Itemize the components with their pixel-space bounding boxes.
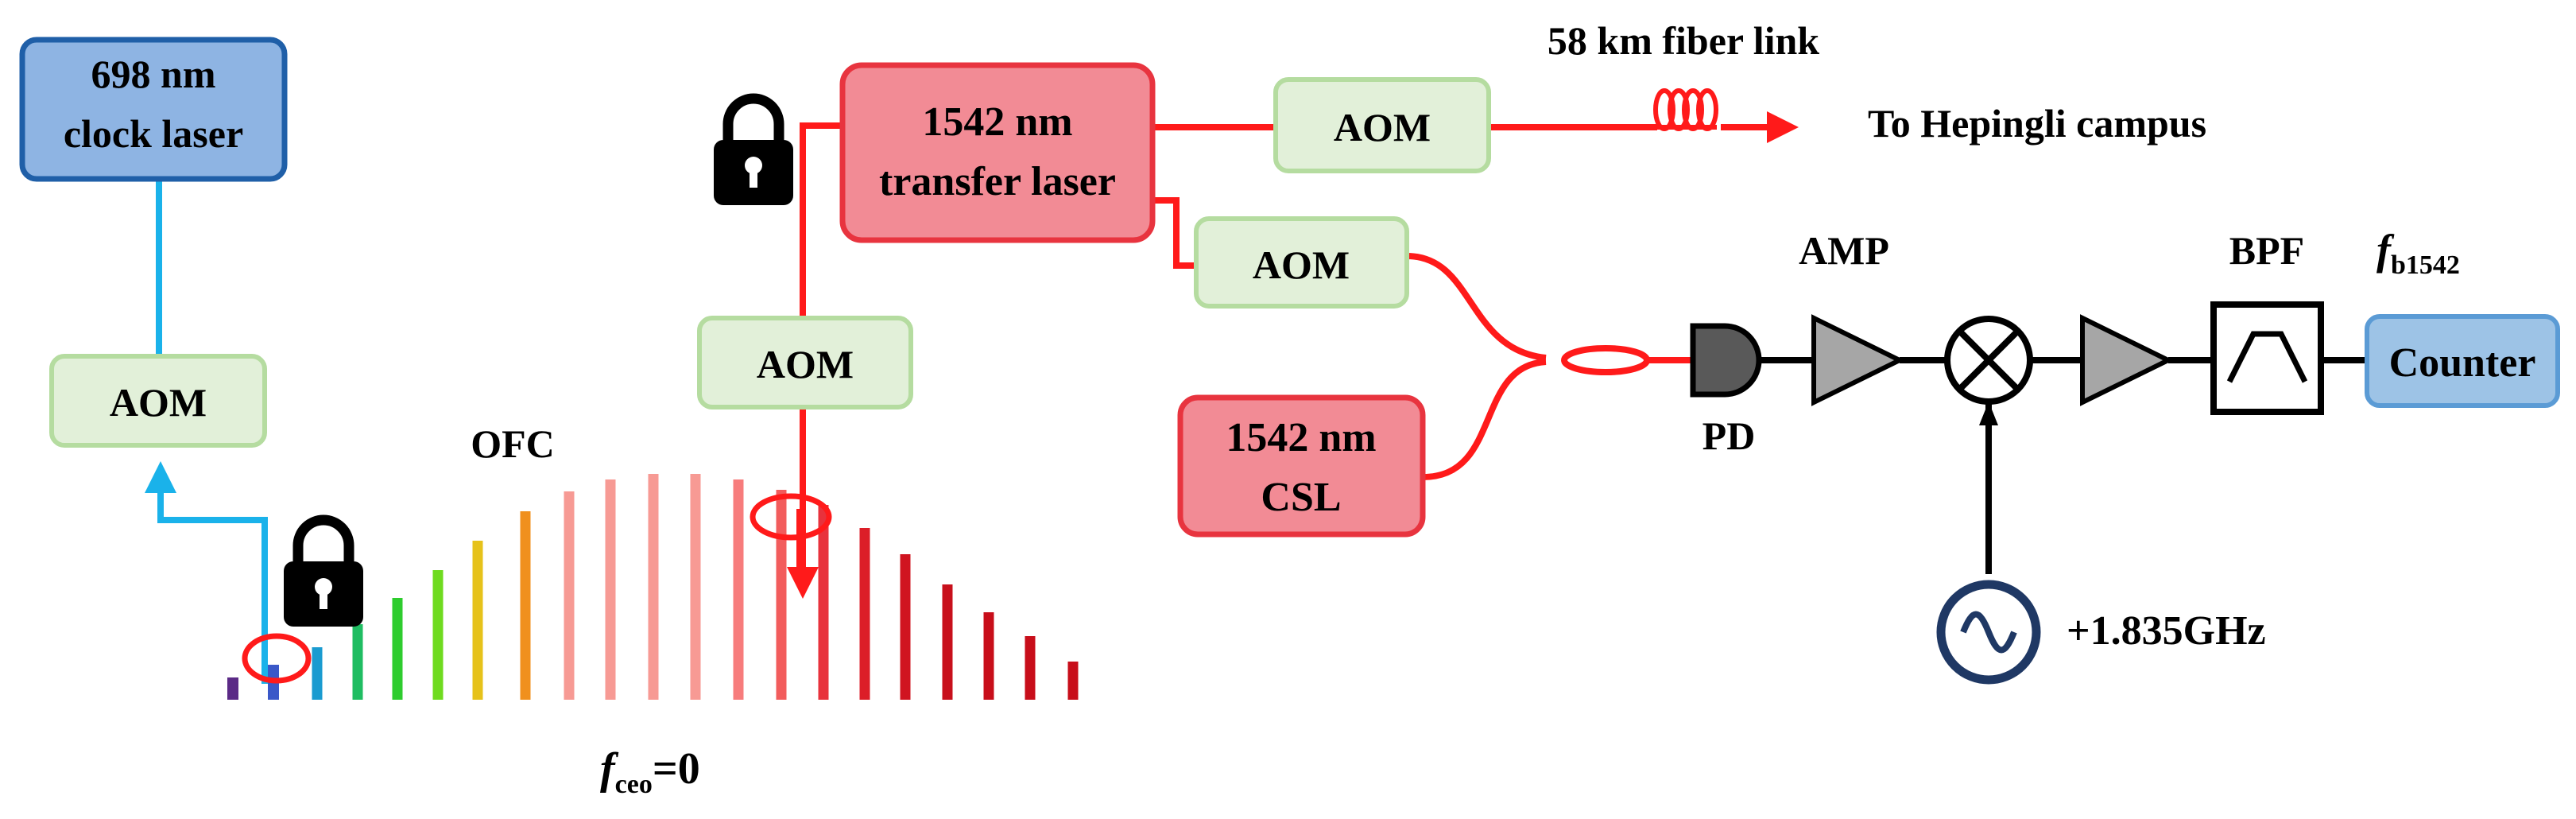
comb-line: [690, 474, 701, 700]
clock-laser-box: [19, 37, 288, 182]
comb-line: [312, 647, 323, 700]
comb-line: [859, 528, 870, 700]
aom-box-ofc: [697, 316, 913, 410]
comb-line: [520, 511, 531, 700]
clock-beam-path: [145, 179, 268, 684]
comb-line: [227, 677, 238, 700]
mixer-lo-arrow: [1979, 402, 1998, 425]
fiber-coil-icon: [1653, 88, 1718, 131]
padlock-icon: [284, 514, 363, 627]
comb-line: [1067, 662, 1079, 700]
counter-label: Counter: [2389, 340, 2536, 386]
comb-line: [392, 598, 403, 700]
comb-line: [564, 491, 575, 700]
aom-box-mid: [1194, 216, 1409, 309]
pd-label: PD: [1702, 413, 1756, 458]
fiber-link-label: 58 km fiber link: [1548, 18, 1819, 63]
fceo-label: fceo=0: [600, 744, 700, 799]
clock-laser-label-line2: clock laser: [64, 111, 243, 156]
comb-line: [472, 541, 483, 700]
padlock-icon: [714, 93, 793, 205]
mixer-icon: [1944, 316, 2033, 405]
aom-box-clock: [49, 354, 267, 448]
comb-line: [1025, 636, 1036, 700]
bpf-label: BPF: [2229, 228, 2304, 273]
transfer-laser-label-line1: 1542 nm: [922, 99, 1072, 145]
counter-box: [2365, 314, 2560, 408]
clock-laser-label-line1: 698 nm: [91, 52, 216, 96]
bandpass-filter-icon: [2210, 301, 2324, 415]
comb-line: [733, 479, 744, 700]
amp-label: AMP: [1799, 228, 1889, 273]
destination-label: To Hepingli campus: [1868, 101, 2206, 146]
aom-label-mid: AOM: [1253, 243, 1350, 287]
comb-line: [605, 479, 616, 700]
sine-source-icon: [1936, 580, 2041, 685]
comb-line: [818, 505, 829, 700]
photodetector-icon: [1690, 323, 1762, 398]
ofc-label: OFC: [471, 421, 555, 466]
aom-label-clock: AOM: [110, 380, 207, 425]
aom-label-top: AOM: [1334, 105, 1431, 149]
transfer-beam-paths: [787, 111, 1799, 599]
comb-line: [983, 612, 994, 700]
amplifier-triangle-icon: [2080, 314, 2174, 406]
ofc-comb: [227, 474, 1079, 700]
blue-lock-point-marker: [242, 633, 312, 684]
csl-label-line1: 1542 nm: [1226, 415, 1376, 460]
fb1542-label: fb1542: [2377, 226, 2460, 280]
comb-line: [776, 490, 787, 700]
comb-line: [942, 584, 953, 700]
csl-box: [1177, 394, 1426, 538]
aom-box-top: [1273, 77, 1491, 173]
comb-line: [432, 570, 444, 700]
csl-label-line2: CSL: [1261, 475, 1341, 520]
aom-label-ofc: AOM: [757, 342, 854, 386]
transfer-laser-box: [839, 62, 1156, 243]
amplifier-triangle-icon: [1811, 314, 1905, 406]
comb-line: [648, 474, 659, 700]
transfer-laser-label-line2: transfer laser: [879, 159, 1116, 204]
comb-line: [352, 624, 363, 700]
rf-source-label: +1.835GHz: [2067, 608, 2266, 654]
comb-line: [900, 554, 911, 700]
rf-signal-line: [1757, 357, 2367, 574]
red-lock-point-marker: [750, 493, 832, 541]
